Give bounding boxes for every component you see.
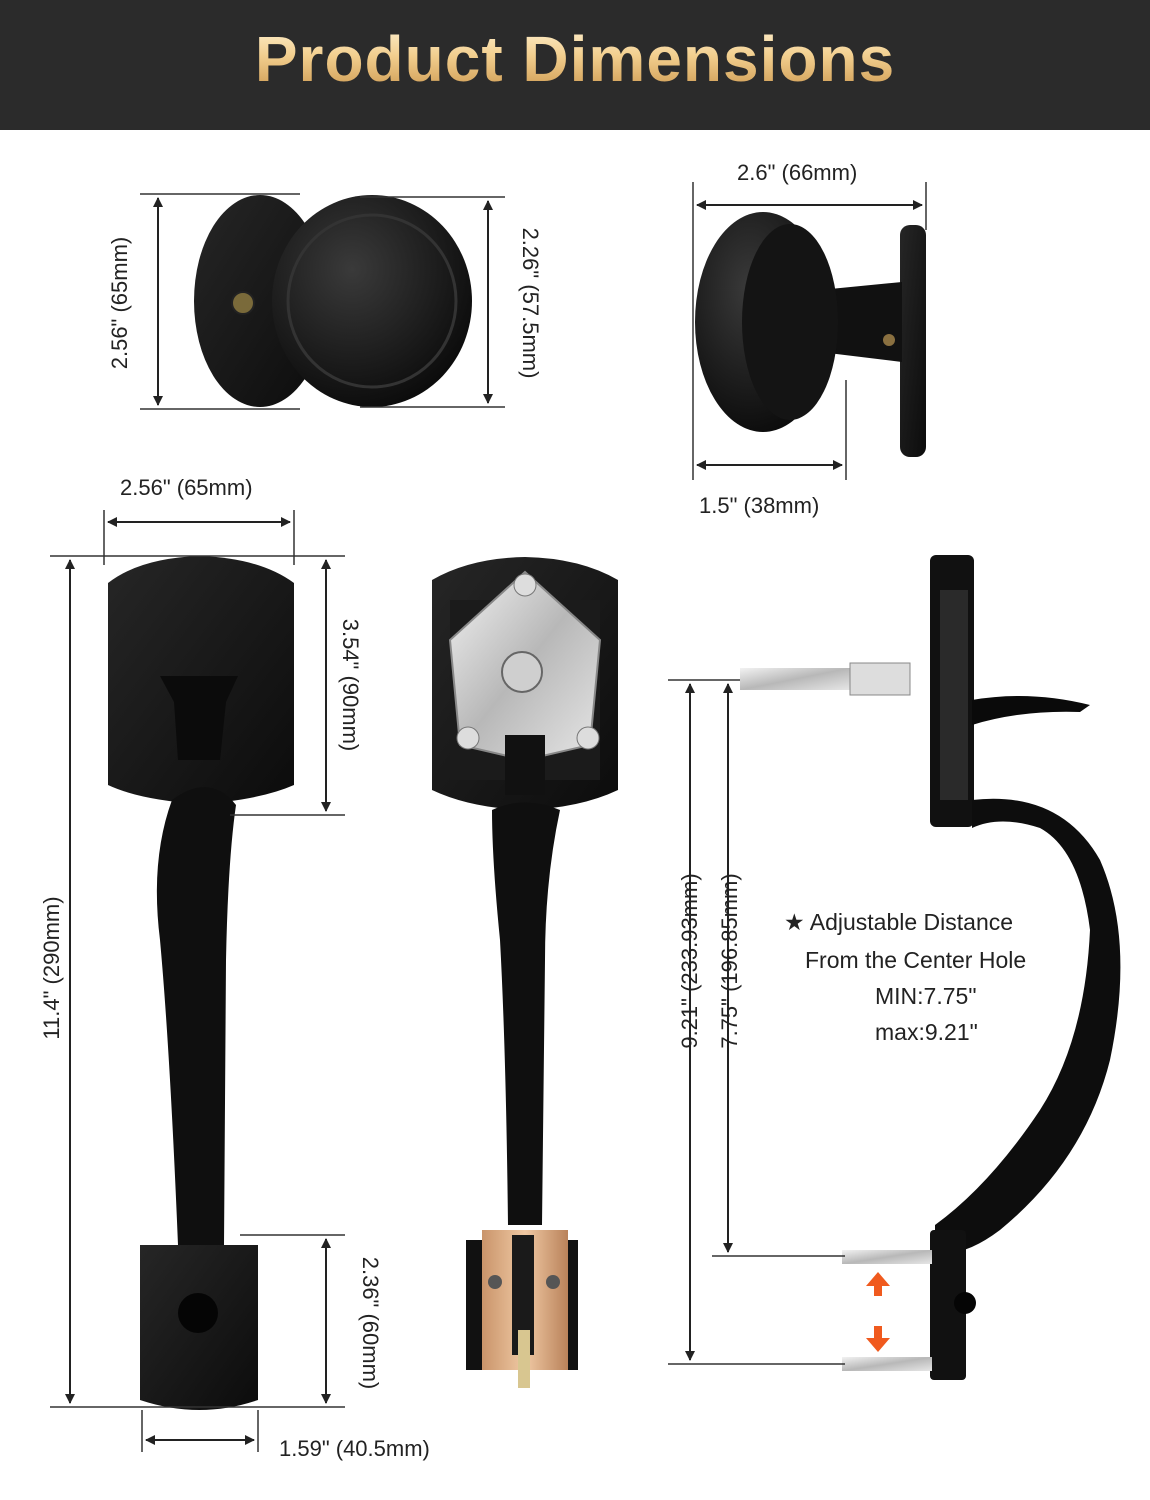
note-line-3: MIN:7.75" — [875, 983, 977, 1009]
plate-height-label: 3.54" (90mm) — [338, 618, 363, 752]
min-distance-label: 7.75" (196.85mm) — [717, 873, 742, 1049]
adjust-arrow-up — [866, 1272, 890, 1296]
knob-rose-height-label: 2.56" (65mm) — [107, 236, 132, 370]
bottom-plate-width-label: 1.59" (40.5mm) — [279, 1436, 430, 1461]
knob-height-label: 2.26" (57.5mm) — [518, 227, 543, 379]
note-line-2: From the Center Hole — [805, 947, 1027, 973]
max-distance-label: 9.21" (233.93mm) — [677, 873, 702, 1049]
header-banner — [0, 0, 1150, 130]
note-line-1-text: Adjustable Distance — [809, 909, 1014, 935]
overall-height-label: 11.4" (290mm) — [39, 896, 64, 1040]
handle-side-view — [740, 555, 1121, 1380]
note-line-4: max:9.21" — [875, 1019, 978, 1045]
bottom-plate-height-label: 2.36" (60mm) — [358, 1256, 383, 1390]
handle-back-view — [432, 557, 618, 1388]
knob-depth-label: 2.6" (66mm) — [737, 160, 858, 185]
handle-front-view — [108, 556, 294, 1410]
adjust-arrow-down — [866, 1326, 890, 1352]
star-icon: ★ — [784, 909, 805, 935]
note-line-1: ★ Adjustable Distance — [784, 909, 1013, 936]
knob-side-view — [695, 212, 926, 457]
knob-front-view — [194, 195, 472, 407]
plate-width-label: 2.56" (65mm) — [120, 475, 253, 500]
knob-projection-label: 1.5" (38mm) — [699, 493, 820, 518]
page-title: Product Dimensions — [0, 22, 1150, 96]
